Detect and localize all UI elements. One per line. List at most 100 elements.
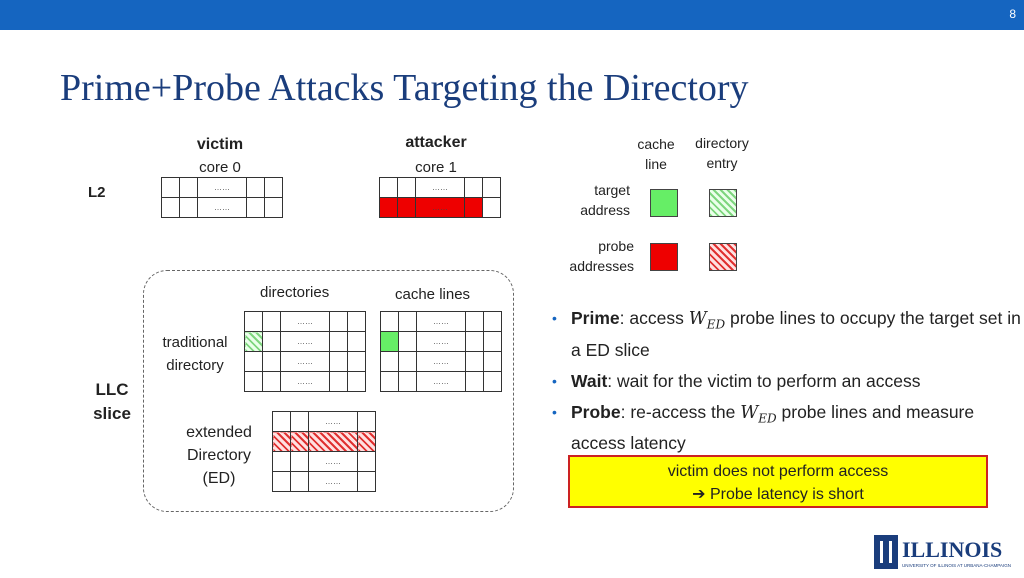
cache-line (465, 351, 484, 372)
w-ed-math: WED (740, 402, 776, 426)
dir-entry (262, 351, 281, 372)
cache-way (161, 177, 180, 198)
prime-text-a: : access (619, 308, 689, 328)
dir-entry (329, 311, 348, 332)
cache-way (246, 177, 265, 198)
legend-row-target: target address (560, 180, 630, 220)
cache-line (380, 311, 399, 332)
slide-title: Prime+Probe Attacks Targeting the Direct… (60, 67, 749, 109)
slide-number: 8 (1009, 7, 1016, 21)
dir-entry (262, 331, 281, 352)
logo-wordmark: ILLINOIS (902, 537, 1002, 562)
probe-set-row: …… (379, 197, 501, 218)
extended-directory-grid: …… …… …… (272, 411, 376, 492)
cache-line (398, 371, 417, 392)
label-text: (ED) (202, 470, 236, 487)
label-text: directory (166, 357, 224, 374)
illinois-block-i-icon: ILLINOIS UNIVERSITY OF ILLINOIS AT URBAN… (874, 535, 1011, 569)
cache-line (398, 351, 417, 372)
math-var: W (740, 402, 759, 423)
ed-entry (357, 411, 376, 432)
target-dir-entry (244, 331, 263, 352)
llc-label-text: slice (93, 404, 131, 423)
legend-text: entry (706, 155, 738, 171)
cache-set-row: …… (379, 177, 501, 198)
callout-line1: victim does not perform access (667, 463, 889, 480)
target-directory-entry-swatch (709, 189, 737, 217)
legend-row-probe: probe addresses (550, 236, 634, 276)
llc-slice-label: LLC slice (88, 378, 136, 426)
probe-directory-entry-swatch (709, 243, 737, 271)
dir-entry (347, 331, 366, 352)
callout-line2-wrap: ➔ Probe latency is short (570, 483, 986, 506)
cache-way (264, 197, 283, 218)
attacker-l2-cache: …… …… (379, 177, 501, 218)
dir-entry (329, 331, 348, 352)
victim-label: victim (196, 136, 244, 153)
cache-line (483, 351, 502, 372)
dir-entry (244, 351, 263, 372)
dir-entry (262, 311, 281, 332)
l2-label: L2 (88, 184, 106, 201)
attacker-label: attacker (405, 134, 467, 151)
cache-line (483, 311, 502, 332)
cache-set-row: …… (380, 371, 502, 392)
cache-way-ellipsis: …… (197, 177, 247, 198)
cache-line (465, 371, 484, 392)
dir-entry-ellipsis: …… (280, 351, 330, 372)
label-text: traditional (162, 334, 228, 351)
probe-keyword: Probe (571, 401, 621, 422)
bullet-dot-icon: • (552, 310, 557, 326)
cache-line (398, 331, 417, 352)
cache-line-ellipsis: …… (416, 351, 466, 372)
ed-entry (357, 451, 376, 472)
legend-text: address (580, 202, 630, 218)
cache-line (380, 351, 399, 372)
result-callout: victim does not perform access ➔ Probe l… (568, 455, 988, 508)
cache-way (379, 177, 398, 198)
bullet-dot-icon: • (552, 372, 557, 389)
ed-entry-ellipsis: …… (308, 451, 358, 472)
dir-entry (329, 371, 348, 392)
cache-way (179, 197, 198, 218)
ed-entry-ellipsis: …… (308, 411, 358, 432)
dir-entry (329, 351, 348, 372)
ed-probe-set-row (272, 431, 376, 452)
legend-text: addresses (569, 258, 634, 274)
illinois-logo: ILLINOIS UNIVERSITY OF ILLINOIS AT URBAN… (872, 533, 1012, 578)
ed-entry (272, 411, 291, 432)
probe-line-ellipsis: …… (415, 197, 465, 218)
probe-ed-entry (272, 431, 291, 452)
w-ed-math: WED (689, 309, 725, 332)
cache-line (465, 311, 484, 332)
label-text: Directory (186, 447, 251, 464)
cache-line (483, 331, 502, 352)
cache-set-row: …… (380, 311, 502, 332)
probe-ed-entry (290, 431, 309, 452)
cache-line (465, 331, 484, 352)
traditional-directory-grid: …… …… …… …… (244, 311, 366, 392)
ed-set-row: …… (272, 411, 376, 432)
cache-way (246, 197, 265, 218)
legend-text: target (594, 182, 630, 198)
wait-text: : wait for the victim to perform an acce… (607, 370, 921, 391)
directory-set-row: …… (244, 311, 366, 332)
bullet-dot-icon: • (552, 403, 557, 420)
probe-line (379, 197, 398, 218)
llc-slice-box (143, 270, 514, 512)
dir-entry (347, 351, 366, 372)
cache-line-ellipsis: …… (416, 331, 466, 352)
cache-way (482, 197, 501, 218)
llc-cache-lines-grid: …… …… …… …… (380, 311, 502, 392)
callout-line2: Probe latency is short (710, 486, 864, 503)
cache-way (179, 177, 198, 198)
probe-ed-entry (357, 431, 376, 452)
cache-set-row: …… (161, 197, 283, 218)
ed-set-row: …… (272, 471, 376, 492)
probe-ed-entry-ellipsis (308, 431, 358, 452)
prime-text-b: probe lines to occupy the target set in … (571, 308, 1021, 360)
prime-step: •Prime: access WED probe lines to occupy… (552, 306, 1022, 363)
cache-way-ellipsis: …… (197, 197, 247, 218)
probe-text-a: : re-access the (620, 401, 741, 422)
wait-keyword: Wait (571, 370, 608, 391)
